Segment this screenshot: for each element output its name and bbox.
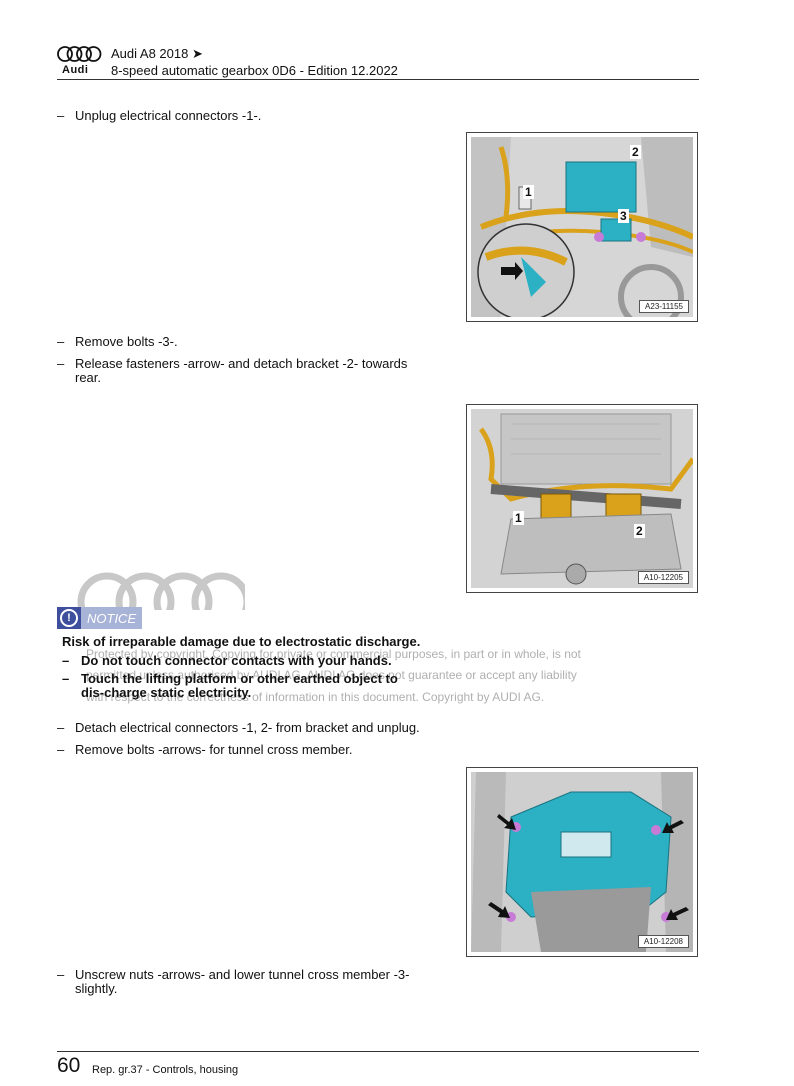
figure-connectors: 2 1 3 A23-11155 <box>466 132 698 322</box>
notice-label: NOTICE <box>81 607 143 629</box>
step-text: Unscrew nuts -arrows- and lower tunnel c… <box>75 967 410 996</box>
footer-divider <box>57 1051 699 1052</box>
callout-number: 2 <box>630 145 641 159</box>
engine-illustration <box>471 137 693 317</box>
step-text: Detach electrical connectors -1, 2- from… <box>75 720 420 735</box>
document-subtitle: 8-speed automatic gearbox 0D6 - Edition … <box>111 63 398 78</box>
callout-number: 1 <box>523 185 534 199</box>
step-dash: – <box>57 967 65 982</box>
document-title: Audi A8 2018 ➤ <box>111 46 203 61</box>
figure-illustration: 1 2 <box>471 409 693 588</box>
notice-heading: Risk of irreparable damage due to electr… <box>62 634 421 649</box>
figure-illustration <box>471 772 693 952</box>
step-text: Remove bolts -3-. <box>75 334 178 349</box>
step-text: Unplug electrical connectors -1-. <box>75 108 262 123</box>
footer-section: Rep. gr.37 - Controls, housing <box>92 1064 239 1076</box>
gearbox-illustration <box>471 409 693 588</box>
callout-number: 1 <box>513 511 524 525</box>
copyright-watermark-line: Protected by copyright. Copying for priv… <box>86 647 581 661</box>
page-number: 60 <box>57 1054 81 1077</box>
figure-reference: A10-12208 <box>637 935 689 948</box>
notice-icon: ! <box>57 607 81 629</box>
figure-illustration: 2 1 3 <box>471 137 693 317</box>
step-dash: – <box>57 334 65 349</box>
copyright-watermark-line: permitted unless authorised by AUDI AG. … <box>86 668 577 682</box>
figure-bracket: 1 2 A10-12205 <box>466 404 698 593</box>
figure-reference: A10-12205 <box>637 571 689 584</box>
step-text: Remove bolts -arrows- for tunnel cross m… <box>75 742 353 757</box>
notice-item: Do not touch connector contacts with you… <box>81 653 392 668</box>
notice-dash: – <box>62 671 70 686</box>
audi-watermark-logo <box>77 572 245 610</box>
step-dash: – <box>57 356 65 371</box>
callout-number: 2 <box>634 524 645 538</box>
callout-number: 3 <box>618 209 629 223</box>
notice-item: Touch the lifting platform or other eart… <box>81 671 398 700</box>
header-divider <box>57 79 699 80</box>
copyright-watermark-line: with respect to the correctness of infor… <box>86 690 545 704</box>
audi-rings-logo <box>57 46 102 62</box>
figure-tunnel-cross-member: A10-12208 <box>466 767 698 957</box>
notice-badge: ! NOTICE <box>57 607 143 629</box>
audi-logo-word: Audi <box>62 64 89 76</box>
notice-dash: – <box>62 653 70 668</box>
figure-reference: A23-11155 <box>639 300 689 313</box>
step-dash: – <box>57 742 65 757</box>
step-dash: – <box>57 108 65 123</box>
step-text: Release fasteners -arrow- and detach bra… <box>75 356 408 385</box>
cross-member-illustration <box>471 772 693 952</box>
step-dash: – <box>57 720 65 735</box>
